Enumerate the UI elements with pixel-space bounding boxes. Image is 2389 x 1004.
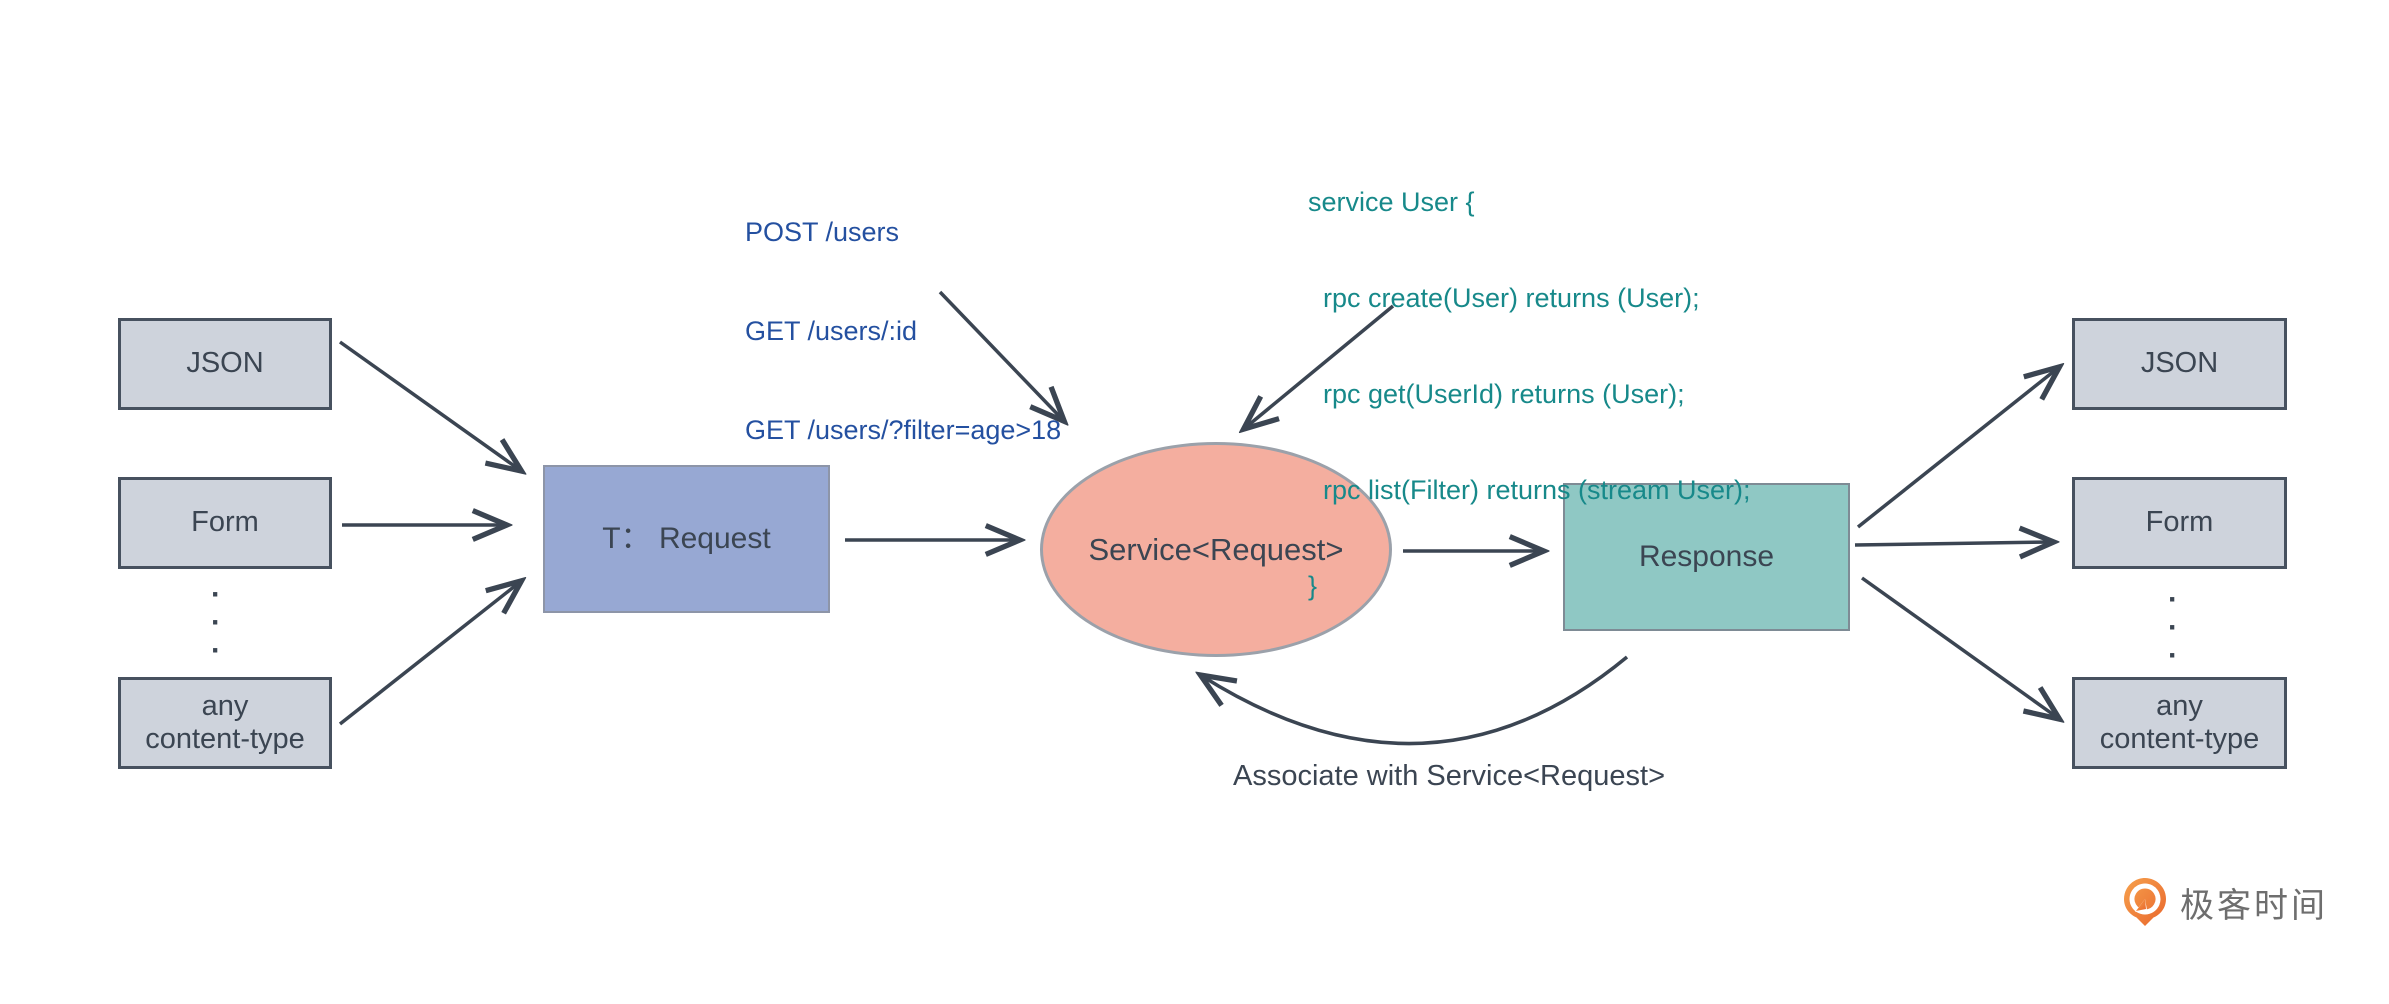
dot: · xyxy=(211,606,221,639)
node-right-any-content-type: any content-type xyxy=(2072,677,2287,769)
node-service-request-ellipse: Service<Request> xyxy=(1040,442,1392,657)
node-label: Form xyxy=(2145,506,2214,539)
node-label: any content-type xyxy=(145,689,305,755)
node-label: T： Request xyxy=(602,521,771,555)
arrow-associate-curve xyxy=(1202,655,1629,746)
arrow-response-to-form xyxy=(1854,542,2052,545)
geektime-logo-icon xyxy=(2124,878,2166,926)
brand-footer: 极客时间 xyxy=(2122,876,2328,928)
node-right-form: Form xyxy=(2072,477,2287,569)
node-t-request: T： Request xyxy=(543,465,830,613)
node-response: Response xyxy=(1563,483,1850,631)
http-route-line: POST /users xyxy=(745,217,900,247)
node-left-any-content-type: any content-type xyxy=(118,677,332,769)
node-label: any content-type xyxy=(2099,689,2260,755)
node-left-form: Form xyxy=(118,477,332,569)
http-route-line: GET /users/?filter=age>18 xyxy=(745,415,1062,445)
grpc-service-annotation: service User { rpc create(User) returns … xyxy=(1308,122,1751,666)
arrow-grpc-annotation xyxy=(1245,304,1395,428)
dot: · xyxy=(211,634,221,667)
dot: · xyxy=(2168,583,2178,616)
dot: · xyxy=(211,578,221,611)
arrow-anytype-to-request xyxy=(338,582,520,726)
dot: · xyxy=(2168,639,2178,672)
left-ellipsis-dots: · · · xyxy=(211,578,221,667)
node-right-json: JSON xyxy=(2072,318,2287,410)
node-label: JSON xyxy=(186,347,264,380)
grpc-line: rpc list(Filter) returns (stream User); xyxy=(1308,475,1751,505)
node-label: Form xyxy=(191,506,259,539)
dot: · xyxy=(2168,611,2178,644)
http-routes-annotation: POST /users GET /users/:id GET /users/?f… xyxy=(745,150,1061,513)
http-route-line: GET /users/:id xyxy=(745,316,918,346)
node-label: Service<Request> xyxy=(1088,531,1344,567)
associate-label: Associate with Service<Request> xyxy=(1233,760,1665,792)
grpc-line: rpc create(User) returns (User); xyxy=(1308,283,1700,313)
right-ellipsis-dots: · · · xyxy=(2168,583,2178,672)
grpc-line: rpc get(UserId) returns (User); xyxy=(1308,379,1685,409)
arrow-response-to-json xyxy=(1856,368,2058,529)
node-label: JSON xyxy=(2140,347,2219,380)
node-label: Response xyxy=(1638,539,1775,573)
arrow-response-to-anytype xyxy=(1860,576,2058,718)
arrow-http-annotation xyxy=(938,290,1063,420)
arrow-json-to-request xyxy=(338,340,520,470)
node-left-json: JSON xyxy=(118,318,332,410)
brand-wordmark: 极客时间 xyxy=(2180,886,2328,925)
grpc-line: service User { xyxy=(1308,187,1475,217)
grpc-line: } xyxy=(1308,571,1318,601)
